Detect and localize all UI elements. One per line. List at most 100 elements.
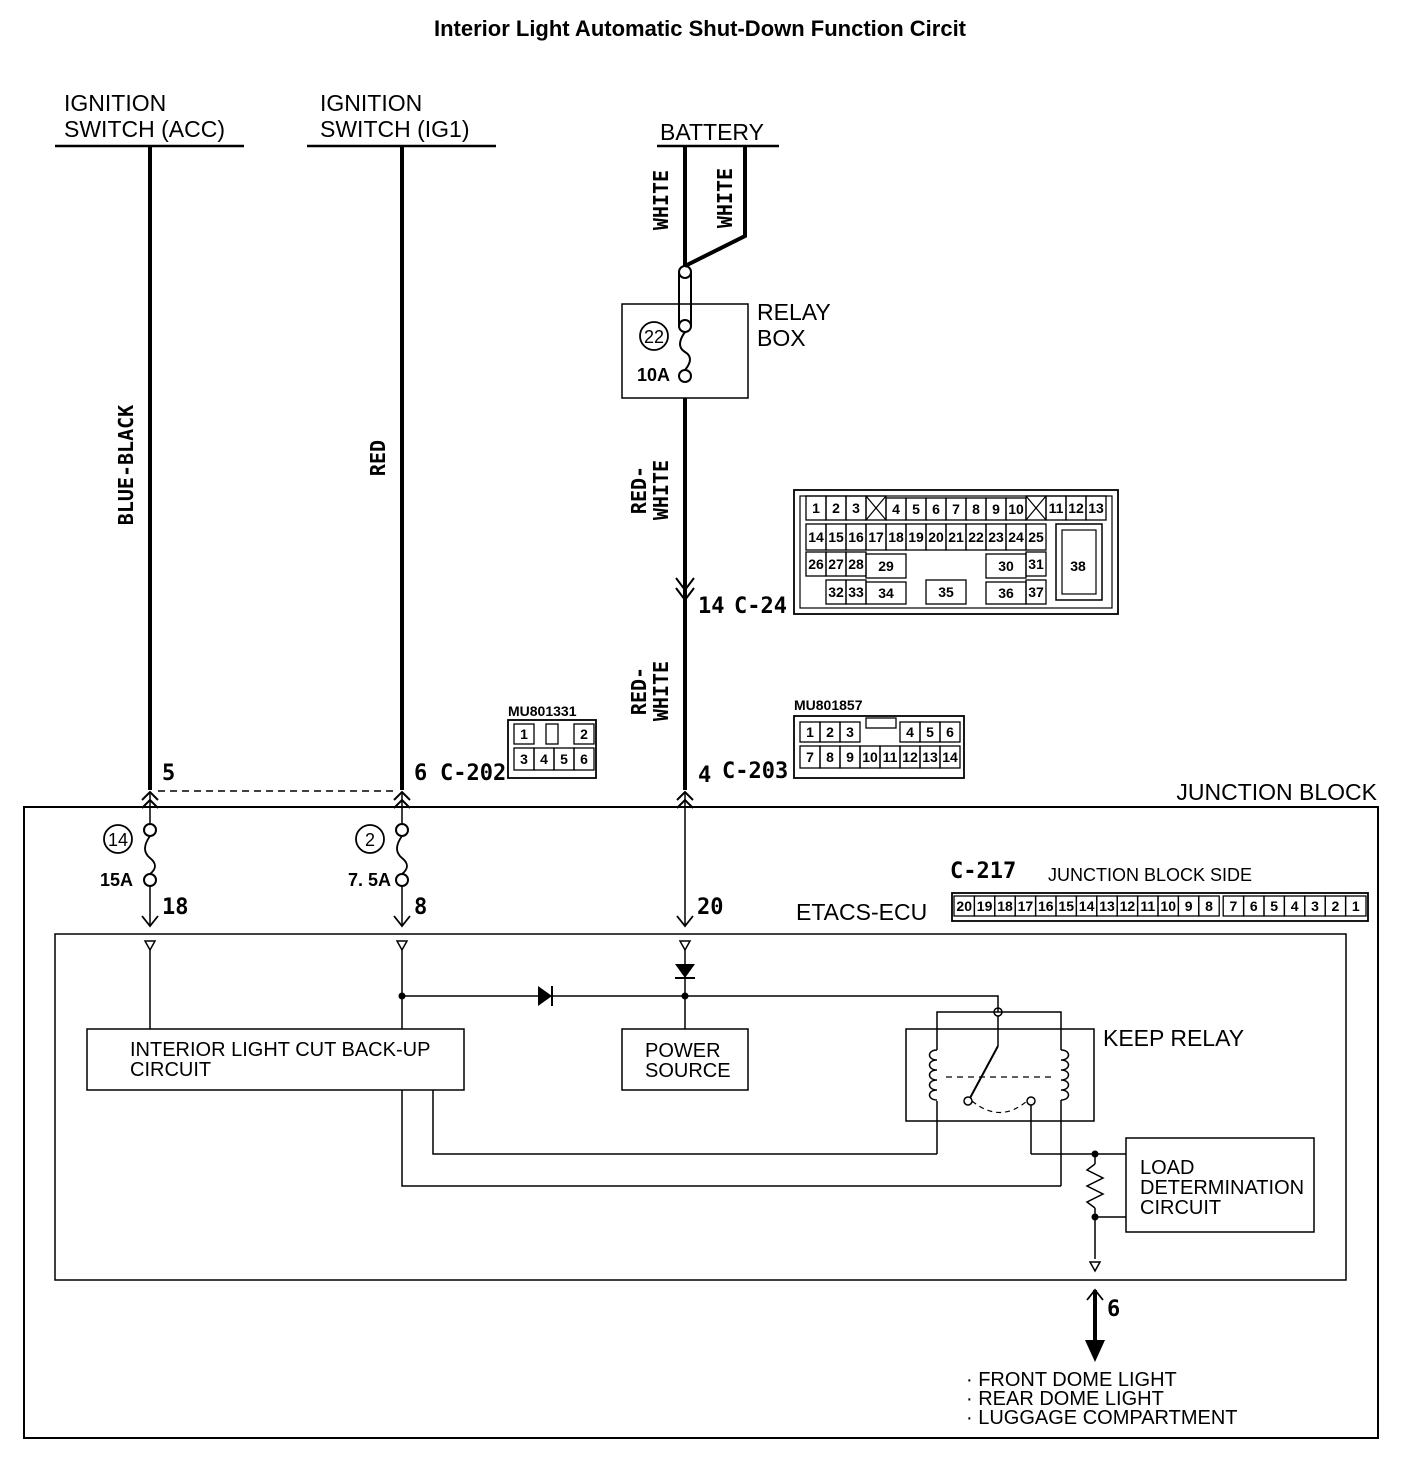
c203-cell-3: 3 — [846, 724, 854, 740]
ig1-wire-color: RED — [366, 440, 390, 476]
c24-cell-31: 31 — [1028, 556, 1044, 572]
c24-cell-27: 27 — [828, 556, 844, 572]
etacs-ecu-label: ETACS-ECU — [796, 899, 927, 925]
c24-cell-28: 28 — [848, 556, 864, 572]
c24-cell-26: 26 — [808, 556, 824, 572]
relay-fuse-number: 22 — [644, 327, 664, 347]
relay-box-label-1: RELAY — [757, 299, 831, 325]
c24-cell-7: 7 — [952, 501, 960, 517]
load-determination-box — [1125, 1137, 1315, 1233]
c217-cell-12: 12 — [1120, 898, 1136, 914]
c24-cell-36: 36 — [998, 585, 1014, 601]
c24-cell-11: 11 — [1049, 500, 1064, 516]
c217-cell-3: 3 — [1311, 898, 1319, 914]
relay-box-label-2: BOX — [757, 325, 806, 351]
c203-cell-11: 11 — [883, 749, 898, 765]
battery-wire-b — [684, 146, 747, 268]
c217-name-label: C-217 — [950, 859, 1016, 884]
c24-cell-1: 1 — [812, 500, 820, 516]
c202-cell-2-box — [573, 723, 595, 745]
c24-cell-22: 22 — [968, 529, 984, 545]
c202-name-label: C-202 — [440, 761, 506, 786]
load-determination-label-3: CIRCUIT — [1140, 1197, 1221, 1219]
c202-key-box — [545, 723, 559, 745]
keep-relay-box — [905, 1028, 1095, 1122]
c217-cell-11: 11 — [1140, 898, 1155, 914]
junction-entry-arrows — [141, 790, 694, 809]
ig1-fuse-rating: 7. 5A — [348, 870, 391, 890]
c217-cell-1-box — [1344, 895, 1367, 917]
c217-cell-14: 14 — [1079, 898, 1095, 914]
c202-cell-1: 1 — [520, 726, 528, 742]
c202-pin-ig1: 6 — [414, 761, 427, 786]
c203-name-label: C-203 — [722, 759, 788, 784]
c24-name-label: C-24 — [734, 594, 787, 619]
c203-cell-6: 6 — [946, 724, 954, 740]
c24-cell-3: 3 — [852, 500, 860, 516]
c203-cell-12: 12 — [902, 749, 918, 765]
c217-cell-6: 6 — [1250, 898, 1258, 914]
c24-cell-20: 20 — [928, 529, 944, 545]
c202-cell-1-box — [513, 723, 535, 745]
c24-pin-label: 14 — [698, 594, 725, 619]
c203-cell-1: 1 — [806, 724, 814, 740]
acc-fuse-rating: 15A — [100, 870, 133, 890]
c203-cell-10: 10 — [862, 749, 878, 765]
c217-cell-19: 19 — [977, 898, 993, 914]
c24-cell-37: 37 — [1028, 584, 1044, 600]
c217-cell-17: 17 — [1018, 898, 1034, 914]
c217-cell-8-box — [1198, 895, 1220, 917]
c217-cell-4: 4 — [1291, 898, 1299, 914]
output-rear-dome-light: · REAR DOME LIGHT — [966, 1388, 1164, 1410]
acc-wire-color: BLUE-BLACK — [114, 405, 138, 525]
power-source-label-2: SOURCE — [645, 1060, 731, 1082]
c203-cell-3-box — [839, 721, 861, 743]
backup-circuit-box — [86, 1028, 465, 1091]
c217-cell-1: 1 — [1352, 898, 1360, 914]
power-source-label-1: POWER — [645, 1040, 721, 1062]
c24-cell-21: 21 — [948, 529, 964, 545]
c217-cell-7: 7 — [1230, 898, 1238, 914]
c24-cell-37-box — [1025, 579, 1047, 605]
etacs-ecu-box — [54, 933, 1347, 1281]
c24-cell-35: 35 — [938, 584, 954, 600]
c202-cell-4: 4 — [540, 751, 548, 767]
c217-cell-10: 10 — [1160, 898, 1176, 914]
load-determination-label-2: DETERMINATION — [1140, 1177, 1304, 1199]
acc-label-line-2: SWITCH (ACC) — [64, 116, 225, 142]
c24-cell-10: 10 — [1008, 501, 1024, 517]
c24-cell-15: 15 — [828, 529, 844, 545]
c203-key-box — [865, 717, 897, 729]
ig1-label-line-2: SWITCH (IG1) — [320, 116, 470, 142]
c24-cell-12: 12 — [1068, 500, 1084, 516]
c24-cell-4: 4 — [892, 501, 900, 517]
c24-cell-13-box — [1085, 495, 1107, 521]
backup-circuit-label-2: CIRCUIT — [130, 1059, 211, 1081]
c24-cell-29-box — [865, 553, 907, 579]
c217-cell-15: 15 — [1058, 898, 1074, 914]
ig1-fuse-number: 2 — [365, 830, 375, 850]
c24-cell-33: 33 — [848, 584, 864, 600]
c202-cell-6-box — [573, 747, 595, 771]
c203-cell-2: 2 — [826, 724, 834, 740]
relay-out-color-1a: RED- — [627, 466, 651, 514]
c24-cell-25: 25 — [1028, 529, 1044, 545]
keep-relay-label: KEEP RELAY — [1103, 1025, 1244, 1051]
c203-cell-14-box — [939, 745, 961, 769]
acc-fuse-number: 14 — [108, 830, 128, 850]
c217-cell-18: 18 — [997, 898, 1013, 914]
output-pin-label: 6 — [1107, 1297, 1120, 1322]
relay-out-color-2b: WHITE — [649, 661, 673, 721]
power-source-box — [621, 1028, 749, 1091]
c24-cell-14: 14 — [808, 529, 824, 545]
c217-cell-2: 2 — [1332, 898, 1340, 914]
c203-cell-4: 4 — [906, 724, 914, 740]
c217-cell-20: 20 — [956, 898, 972, 914]
load-determination-label-1: LOAD — [1140, 1157, 1194, 1179]
c24-cell-31-box — [1025, 551, 1047, 577]
junction-block-label: JUNCTION BLOCK — [1176, 779, 1377, 805]
